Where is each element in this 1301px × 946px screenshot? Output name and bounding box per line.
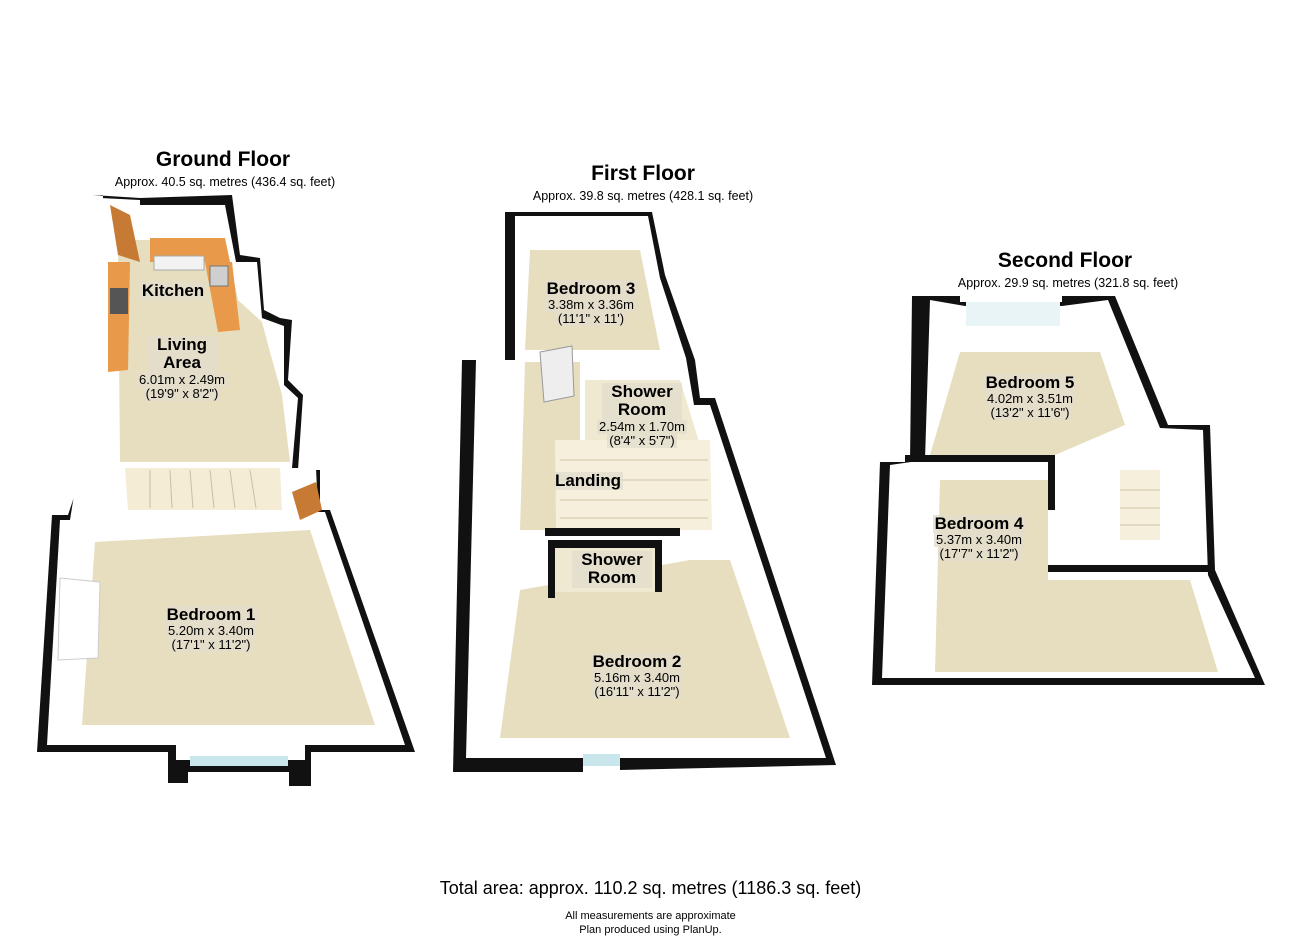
room-dims-imperial: (17'7" x 11'2") (937, 546, 1021, 562)
room-bedroom-3: Bedroom 3 3.38m x 3.36m (11'1" x 11') (521, 279, 661, 327)
first-floor-window-icon (583, 754, 620, 766)
second-floor-staircase (1120, 470, 1160, 540)
second-floor-title: Second Floor (997, 249, 1133, 272)
room-dims-imperial: (17'1" x 11'2") (169, 637, 253, 653)
measurement-note: All measurements are approximate (565, 910, 736, 922)
first-floor-area: Approx. 39.8 sq. metres (428.1 sq. feet) (532, 189, 754, 203)
room-living-area: Living Area 6.01m x 2.49m (19'9" x 8'2") (112, 335, 252, 401)
room-name: Bedroom 4 (932, 514, 1026, 534)
room-landing: Landing (538, 471, 638, 491)
second-floor-skylight-icon (966, 302, 1060, 326)
room-dims-imperial: (11'1" x 11') (555, 311, 627, 327)
first-floor-small-shower-walls (548, 540, 662, 598)
first-floor-title: First Floor (591, 162, 695, 185)
room-dims-metric: 2.54m x 1.70m (597, 418, 687, 434)
room-name: Bedroom 3 (544, 279, 638, 299)
room-bedroom-1: Bedroom 1 5.20m x 3.40m (17'1" x 11'2") (141, 605, 281, 653)
first-floor-bedroom2-floor (500, 560, 790, 738)
ground-floor-title: Ground Floor (155, 148, 291, 171)
room-kitchen: Kitchen (123, 281, 223, 301)
plan-credit: Plan produced using PlanUp. (579, 924, 722, 936)
room-bedroom-2: Bedroom 2 5.16m x 3.40m (16'11" x 11'2") (567, 652, 707, 700)
ground-floor-plan (37, 195, 415, 786)
ground-floor-bay-window-icon (190, 756, 288, 766)
kitchen-hob-icon (110, 288, 128, 314)
first-floor-plan (453, 212, 836, 772)
room-shower-room-2: Shower Room (562, 550, 662, 588)
second-floor-landing-wall (1048, 565, 1210, 572)
second-floor-divider-wall (905, 455, 1055, 510)
ground-floor-area: Approx. 40.5 sq. metres (436.4 sq. feet) (114, 175, 336, 189)
room-name: Landing (552, 471, 624, 491)
room-dims-metric: 3.38m x 3.36m (546, 297, 636, 313)
kitchen-cabinet-doors-icon (153, 255, 205, 271)
first-floor-staircase (555, 440, 712, 530)
room-bedroom-5: Bedroom 5 4.02m x 3.51m (13'2" x 11'6") (960, 373, 1100, 421)
first-floor-landing-divider (545, 528, 680, 536)
room-name: Shower Room (602, 382, 682, 420)
room-name: Living Area (147, 335, 217, 373)
total-area: Total area: approx. 110.2 sq. metres (11… (439, 878, 862, 898)
ground-floor-inner-door-icon (292, 482, 322, 520)
room-dims-metric: 5.37m x 3.40m (934, 532, 1024, 548)
room-dims-imperial: (16'11" x 11'2") (592, 684, 682, 700)
room-dims-imperial: (13'2" x 11'6") (988, 405, 1072, 421)
room-name: Bedroom 2 (590, 652, 684, 672)
second-floor-plan (872, 296, 1265, 685)
room-dims-imperial: (19'9" x 8'2") (143, 385, 221, 401)
room-bedroom-4: Bedroom 4 5.37m x 3.40m (17'7" x 11'2") (909, 514, 1049, 562)
ground-floor-staircase (125, 468, 282, 510)
room-name: Bedroom 1 (164, 605, 258, 625)
room-dims-metric: 5.20m x 3.40m (166, 623, 256, 639)
room-name: Bedroom 5 (983, 373, 1077, 393)
kitchen-sink-icon (209, 265, 229, 287)
first-floor-door-icon (539, 345, 575, 403)
ground-floor-front-door-icon (110, 205, 140, 262)
room-dims-metric: 4.02m x 3.51m (985, 391, 1075, 407)
room-shower-room-1: Shower Room 2.54m x 1.70m (8'4" x 5'7") (572, 382, 712, 448)
room-dims-imperial: (8'4" x 5'7") (607, 432, 677, 448)
room-dims-metric: 6.01m x 2.49m (137, 371, 227, 387)
room-name: Kitchen (139, 281, 207, 301)
ground-floor-chimney-breast (57, 577, 101, 661)
room-dims-metric: 5.16m x 3.40m (592, 670, 682, 686)
room-name: Shower Room (572, 550, 652, 588)
second-floor-area: Approx. 29.9 sq. metres (321.8 sq. feet) (957, 276, 1179, 290)
